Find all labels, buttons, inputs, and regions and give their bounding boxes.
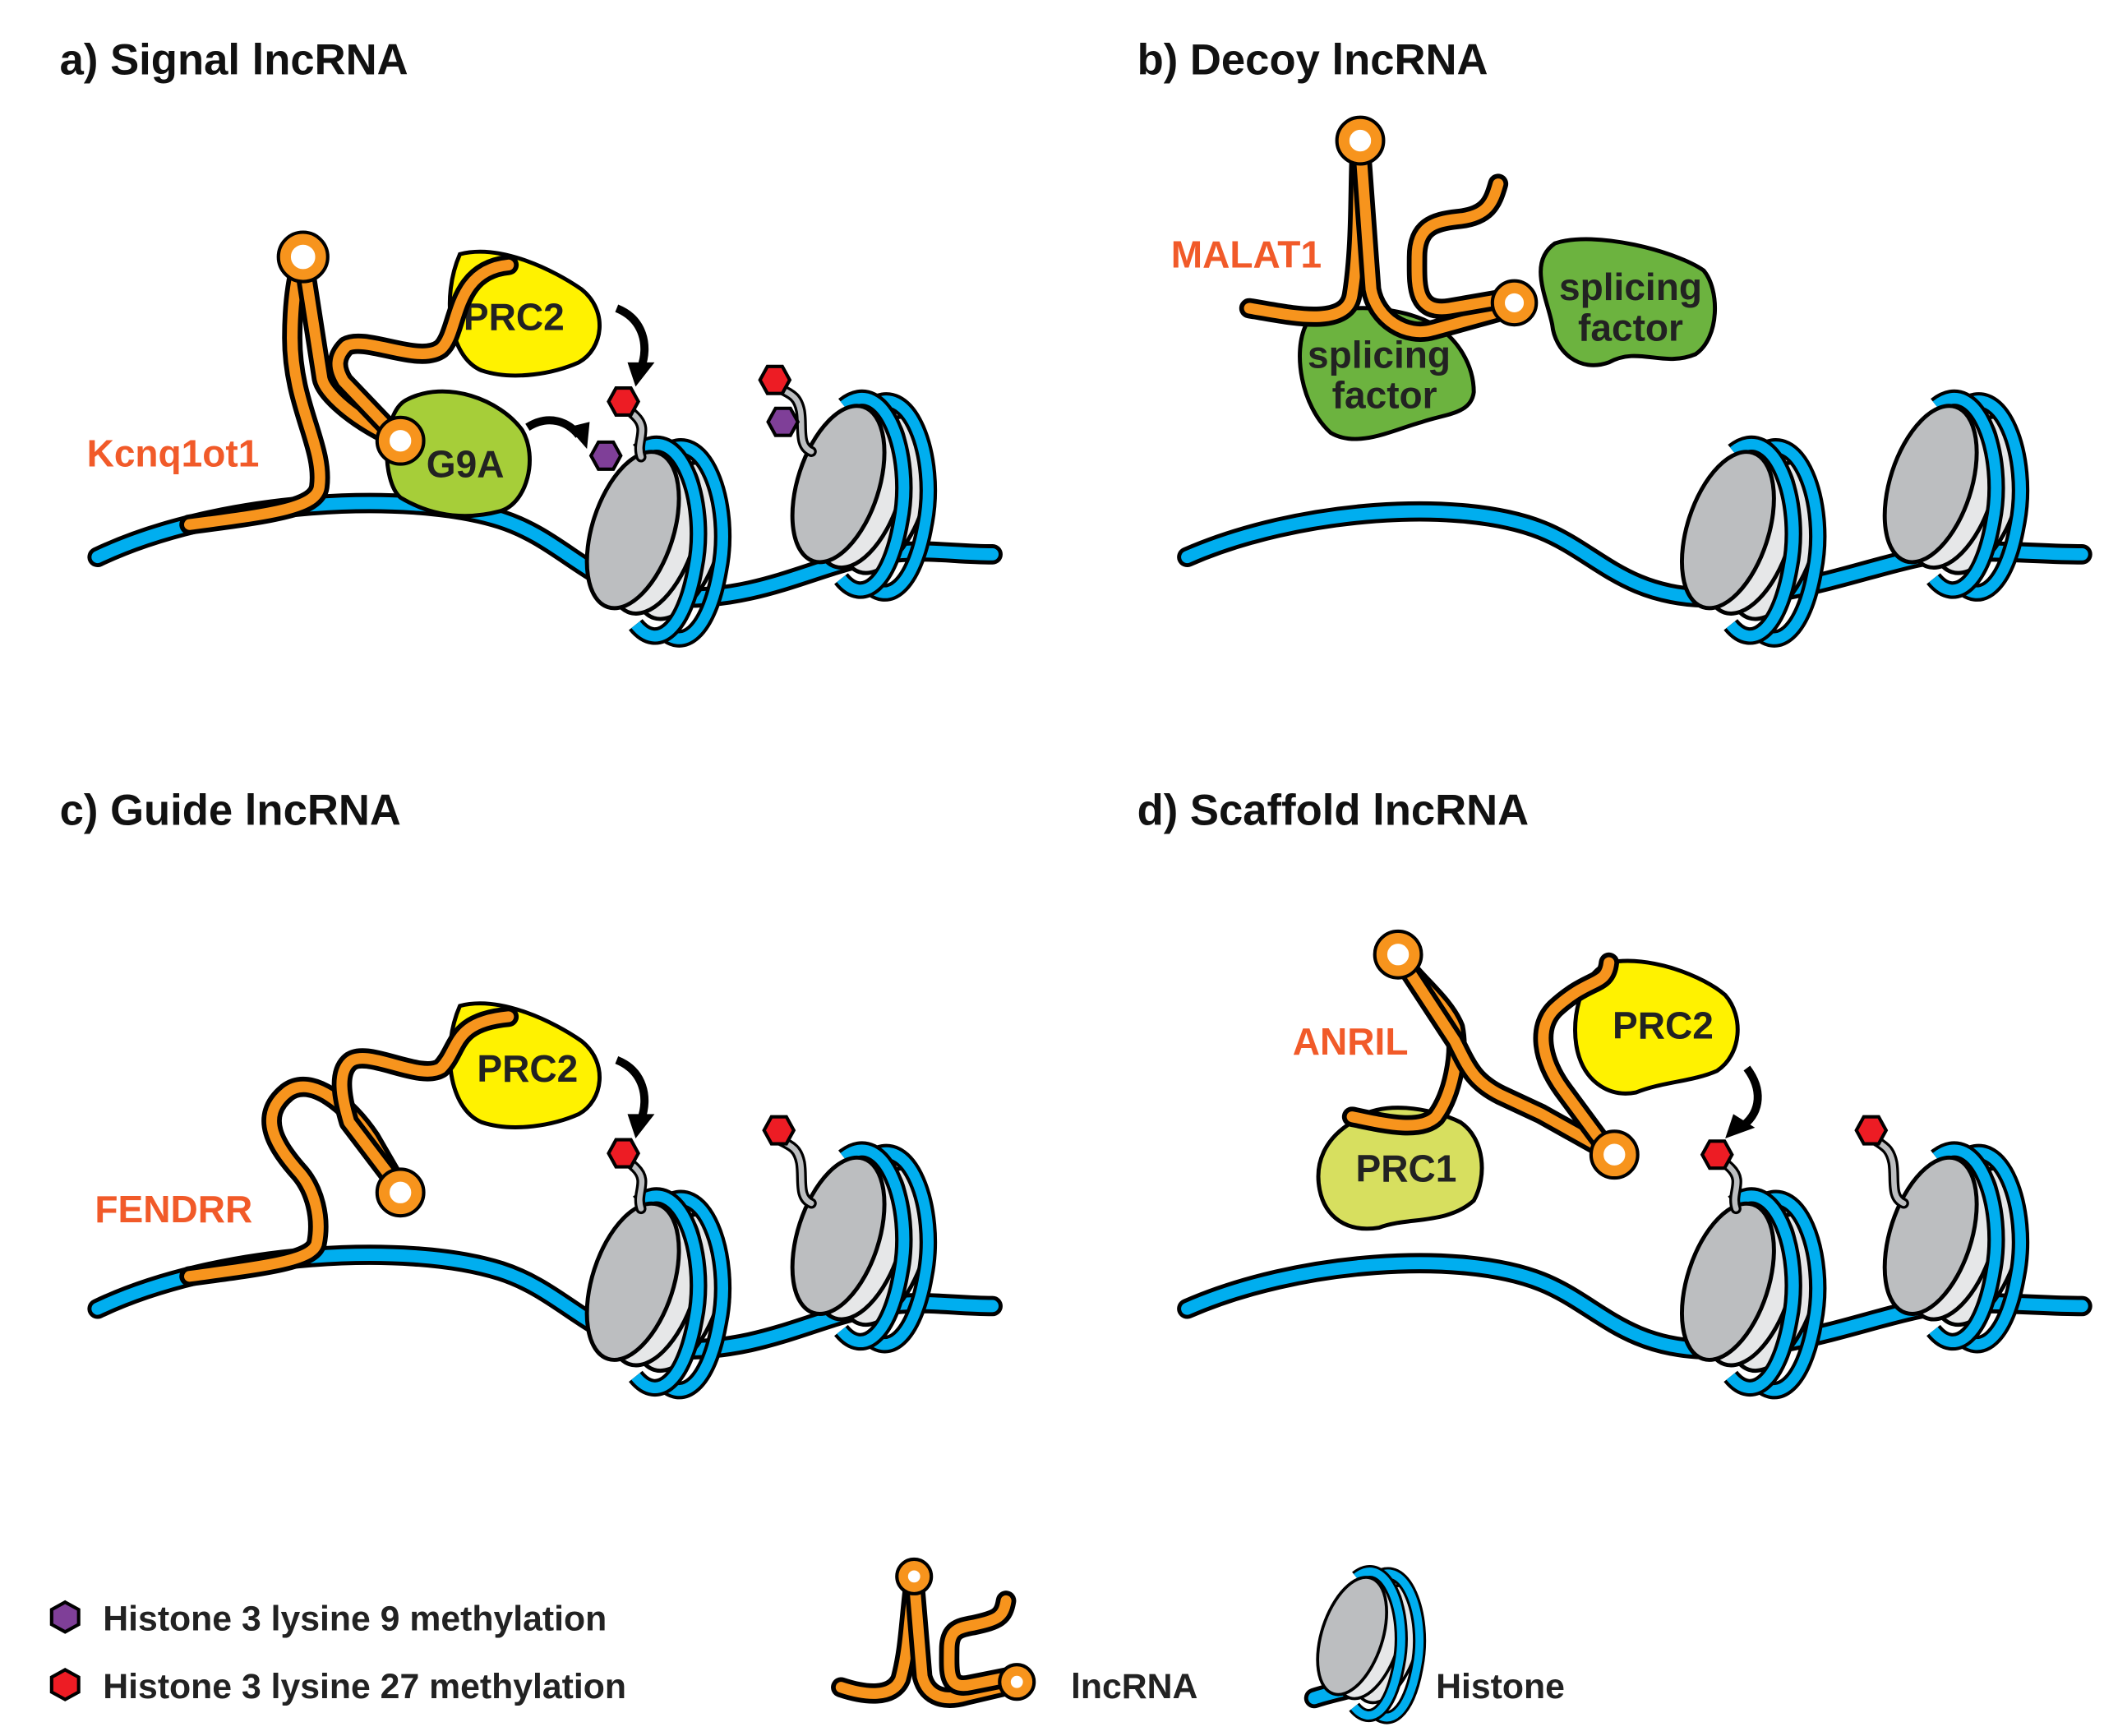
prc2-label: PRC2: [477, 1047, 578, 1090]
h3k9-methylation-icon: [591, 442, 621, 469]
panel-c-title: c) Guide lncRNA: [60, 786, 401, 834]
methylation-arrow: [615, 304, 649, 370]
lncrna-name-label: MALAT1: [1171, 233, 1322, 276]
histone-nucleosome: [570, 1192, 743, 1390]
legend: Histone 3 lysine 9 methylation Histone 3…: [52, 1557, 1565, 1718]
methylation-arrow: [1741, 1065, 1762, 1129]
legend-h3k27-label: Histone 3 lysine 27 methylation: [103, 1667, 626, 1706]
h3k27-methylation-icon: [608, 1140, 638, 1167]
prc2-label: PRC2: [1613, 1004, 1714, 1046]
legend-h3k9-label: Histone 3 lysine 9 methylation: [103, 1600, 607, 1639]
legend-lncrna-label: lncRNA: [1071, 1667, 1197, 1706]
h3k27-methylation-icon: [52, 1669, 79, 1699]
g9a-protein: [385, 389, 532, 519]
panel-a: a) Signal lncRNA PRC2 G9A: [60, 35, 1003, 639]
h3k27-methylation-icon: [760, 367, 790, 394]
splicing-factor-label: factor: [1578, 307, 1683, 349]
h3k27-methylation-icon: [1857, 1117, 1886, 1144]
panel-b: b) Decoy lncRNA splicing factor splicing…: [1137, 35, 2092, 639]
splicing-factor-protein: [1539, 237, 1717, 367]
histone-nucleosome: [570, 441, 743, 639]
malat1-lncrna: [1239, 115, 1539, 342]
panel-d-title: d) Scaffold lncRNA: [1137, 786, 1530, 834]
h3k27-methylation-icon: [608, 388, 638, 415]
histone-legend-icon: [1304, 1568, 1434, 1717]
methylation-arrow: [615, 1055, 649, 1121]
panel-a-title: a) Signal lncRNA: [60, 35, 408, 84]
kcnq1ot1-lncrna: [179, 230, 519, 535]
anril-lncrna: [1341, 929, 1640, 1180]
panel-b-title: b) Decoy lncRNA: [1137, 35, 1488, 84]
splicing-factor-label: splicing: [1559, 265, 1702, 308]
g9a-label: G9A: [427, 443, 505, 486]
lncrna-legend-icon: [831, 1557, 1036, 1708]
legend-histone-label: Histone: [1436, 1667, 1565, 1706]
fendrr-lncrna: [179, 1006, 519, 1287]
panel-c: c) Guide lncRNA PRC2 FENDRR: [60, 786, 1003, 1390]
prc1-label: PRC1: [1356, 1147, 1457, 1190]
prc2-protein: [1573, 958, 1740, 1096]
prc2-label: PRC2: [464, 295, 565, 338]
panel-d: d) Scaffold lncRNA PRC2 PRC1 ANRIL: [1137, 786, 2092, 1390]
h3k9-methylation-icon: [52, 1602, 79, 1632]
histone-nucleosome: [1664, 441, 1838, 639]
prc2-protein: [447, 1001, 602, 1129]
lncrna-name-label: Kcnq1ot1: [87, 432, 260, 474]
h3k9-methylation-icon: [768, 409, 798, 436]
lncrna-name-label: ANRIL: [1293, 1020, 1409, 1063]
h3k27-methylation-icon: [764, 1117, 794, 1144]
histone-nucleosome: [1664, 1192, 1838, 1390]
lncrna-name-label: FENDRR: [95, 1188, 252, 1230]
h3k27-methylation-icon: [1702, 1141, 1732, 1168]
splicing-factor-label: factor: [1332, 374, 1437, 417]
